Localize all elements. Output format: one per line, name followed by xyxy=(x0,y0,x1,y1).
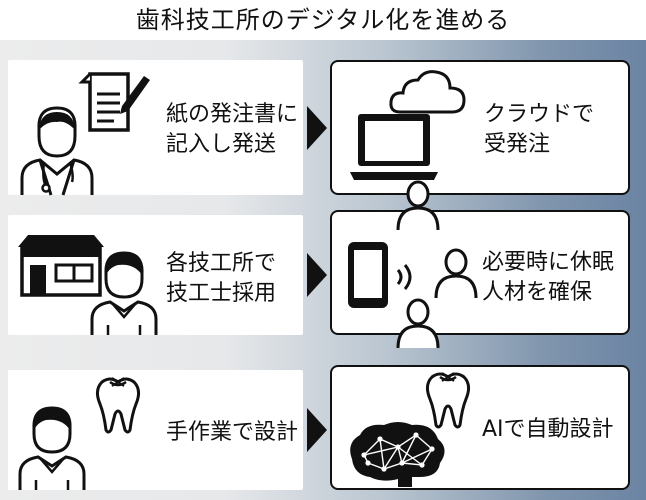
row1-left-text-line2: 記入し発送 xyxy=(166,132,277,157)
dentist-icon xyxy=(20,106,94,196)
diagram-title: 歯科技工所のデジタル化を進める xyxy=(135,6,511,34)
row1-left-card: 紙の発注書に 記入し発送 xyxy=(8,60,303,196)
row3-right-card: AIで自動設計 xyxy=(330,365,630,490)
tooth-icon xyxy=(425,372,471,429)
row2-left-card: 各技工所で 技工士採用 xyxy=(8,215,303,335)
row1-right-card: クラウドで 受発注 xyxy=(330,60,630,195)
signal-waves-icon xyxy=(396,264,412,290)
technician-icon xyxy=(18,406,86,490)
row2-right-text-line2: 人材を確保 xyxy=(482,280,593,305)
person-icon xyxy=(434,248,478,299)
row1-right-text-line2: 受発注 xyxy=(484,132,551,157)
row1-right-text-line1: クラウドで xyxy=(484,102,595,127)
row2-right-card: 必要時に休眠 人材を確保 xyxy=(330,180,630,349)
paper-form-icon xyxy=(78,72,150,132)
person-icon xyxy=(396,180,440,231)
row3-left-card: 手作業で設計 xyxy=(8,370,303,490)
row2-arrow xyxy=(307,253,327,297)
row2-left-text-line1: 各技工所で xyxy=(166,251,277,276)
diagram-panel: 紙の発注書に 記入し発送 クラウドで 受発注 xyxy=(0,40,646,500)
tooth-icon xyxy=(95,377,141,434)
row3-arrow xyxy=(307,408,327,452)
row3-left-text: 手作業で設計 xyxy=(166,420,299,445)
dental-lab-building-icon xyxy=(18,235,104,297)
laptop-icon xyxy=(350,114,438,180)
row1-arrow xyxy=(307,106,327,150)
row1-left-text-line1: 紙の発注書に xyxy=(166,102,299,127)
row3-right-text: AIで自動設計 xyxy=(482,417,614,442)
ai-brain-icon xyxy=(350,422,445,487)
person-icon xyxy=(396,298,440,349)
smartphone-icon xyxy=(348,242,388,308)
row2-left-text-line2: 技工士採用 xyxy=(166,281,277,306)
technician-icon xyxy=(90,251,158,335)
row2-right-text-line1: 必要時に休眠 xyxy=(482,250,615,275)
cloud-icon xyxy=(389,70,466,114)
